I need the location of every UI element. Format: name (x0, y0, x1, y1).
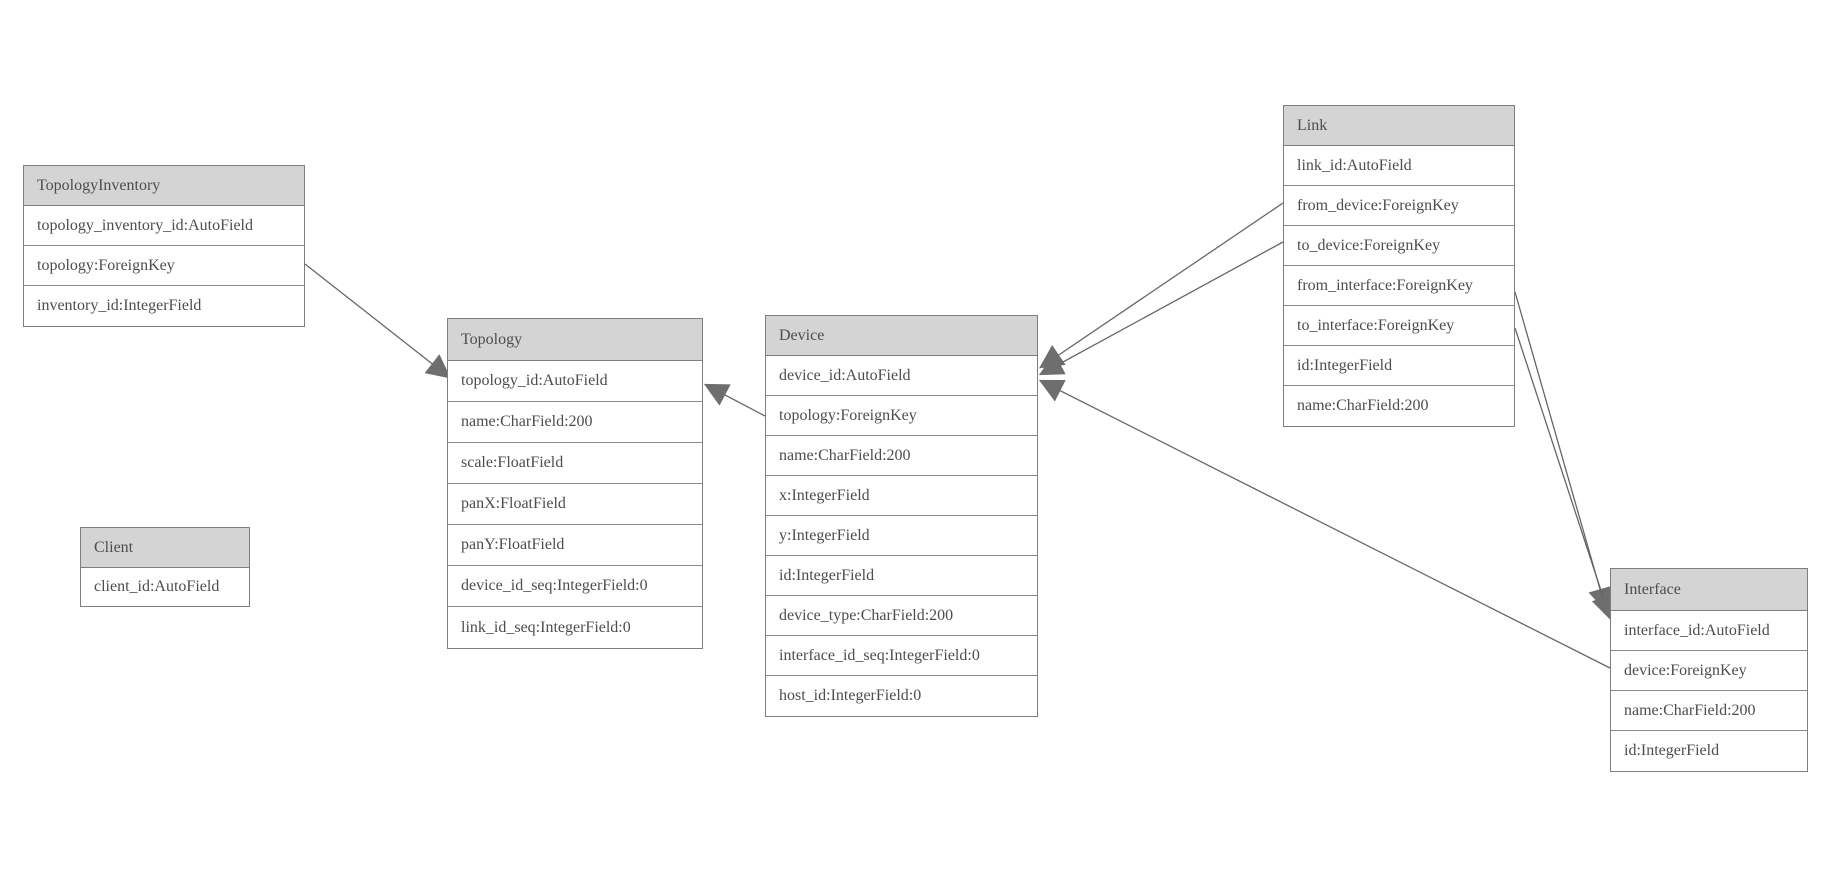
entity-field-row: device_type:CharField:200 (766, 596, 1037, 636)
foreign-key-edge-interface-device (1038, 379, 1611, 669)
foreign-key-edge-device-topology (703, 383, 766, 417)
entity-field-row: interface_id_seq:IntegerField:0 (766, 636, 1037, 676)
entity-field-row: device_id_seq:IntegerField:0 (448, 566, 702, 607)
entity-field-row: id:IntegerField (1284, 346, 1514, 386)
entity-title: Topology (448, 319, 702, 361)
entity-title: TopologyInventory (24, 166, 304, 206)
entity-field-row: device_id:AutoField (766, 356, 1037, 396)
entity-field-row: link_id:AutoField (1284, 146, 1514, 186)
entity-field-row: to_interface:ForeignKey (1284, 306, 1514, 346)
foreign-key-edge-topologyinventory-topology (304, 263, 451, 379)
entity-field-row: inventory_id:IntegerField (24, 286, 304, 326)
entity-field-row: name:CharField:200 (766, 436, 1037, 476)
entity-field-row: scale:FloatField (448, 443, 702, 484)
entity-field-row: id:IntegerField (1611, 731, 1807, 771)
entity-field-row: link_id_seq:IntegerField:0 (448, 607, 702, 648)
entity-field-row: name:CharField:200 (448, 402, 702, 443)
entity-field-row: host_id:IntegerField:0 (766, 676, 1037, 716)
foreign-key-edge-link-to_interface (1514, 327, 1615, 621)
entity-field-row: from_interface:ForeignKey (1284, 266, 1514, 306)
entity-title: Interface (1611, 569, 1807, 611)
entity-field-row: device:ForeignKey (1611, 651, 1807, 691)
entity-field-row: x:IntegerField (766, 476, 1037, 516)
entity-field-row: name:CharField:200 (1611, 691, 1807, 731)
entity-field-row: y:IntegerField (766, 516, 1037, 556)
foreign-key-edge-link-from_interface (1514, 291, 1612, 613)
entity-field-row: client_id:AutoField (81, 568, 249, 606)
entity-field-row: panX:FloatField (448, 484, 702, 525)
entity-title: Client (81, 528, 249, 568)
entity-title: Device (766, 316, 1037, 356)
foreign-key-edge-link-from_device (1039, 202, 1284, 369)
entity-title: Link (1284, 106, 1514, 146)
entity-field-row: topology:ForeignKey (766, 396, 1037, 436)
foreign-key-edge-link-to_device (1038, 241, 1284, 376)
entity-field-row: panY:FloatField (448, 525, 702, 566)
entity-field-row: topology_inventory_id:AutoField (24, 206, 304, 246)
entity-field-row: interface_id:AutoField (1611, 611, 1807, 651)
entity-field-row: from_device:ForeignKey (1284, 186, 1514, 226)
entity-field-row: to_device:ForeignKey (1284, 226, 1514, 266)
entity-field-row: id:IntegerField (766, 556, 1037, 596)
entity-field-row: topology:ForeignKey (24, 246, 304, 286)
entity-field-row: name:CharField:200 (1284, 386, 1514, 426)
entity-field-row: topology_id:AutoField (448, 361, 702, 402)
